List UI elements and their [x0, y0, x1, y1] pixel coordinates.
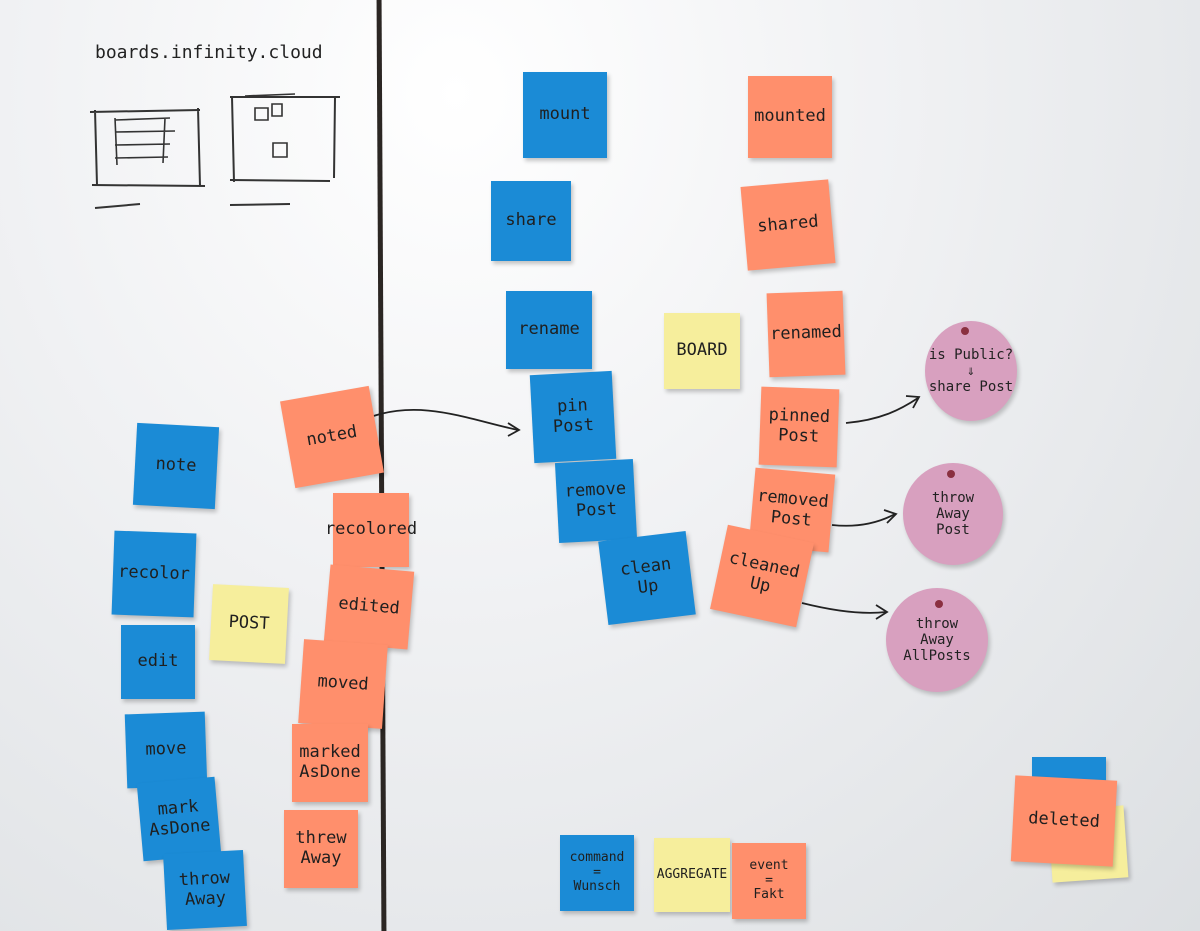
- pin-icon: [935, 600, 943, 608]
- event-note-renamed: renamed: [766, 290, 846, 378]
- legend-command-note: command = Wunsch: [560, 835, 634, 911]
- command-note-rename: rename: [506, 291, 592, 369]
- event-note-moved: moved: [298, 639, 388, 729]
- event-note-marked-as-done: marked AsDone: [292, 724, 368, 802]
- event-note-recolored: recolored: [325, 493, 417, 567]
- aggregate-note-post: POST: [209, 584, 289, 664]
- command-note-mount: mount: [523, 72, 607, 158]
- command-note-move: move: [124, 711, 208, 789]
- aggregate-note-board: BOARD: [664, 313, 740, 389]
- pin-icon: [947, 470, 955, 478]
- policy-note-is-public-share-post: is Public? ⇓ share Post: [925, 321, 1017, 421]
- event-note-edited: edited: [323, 564, 415, 650]
- command-note-remove-post: remove Post: [554, 459, 638, 543]
- event-note-cleaned-up: cleaned Up: [710, 524, 814, 628]
- command-note-throw-away: throw Away: [163, 849, 247, 931]
- event-note-mounted: mounted: [748, 76, 832, 158]
- command-note-mark-as-done: mark AsDone: [136, 776, 222, 862]
- event-note-noted: noted: [280, 385, 384, 489]
- command-note-share: share: [491, 181, 571, 261]
- event-note-pinned-post: pinned Post: [758, 386, 840, 468]
- command-note-clean-up: clean Up: [598, 530, 696, 626]
- policy-note-throw-away-post: throw Away Post: [903, 463, 1003, 565]
- command-note-pin-post: pin Post: [529, 370, 617, 464]
- board-title-text: boards.infinity.cloud: [95, 42, 323, 63]
- command-note-note: note: [132, 422, 220, 510]
- legend-event-note: event = Fakt: [732, 843, 806, 919]
- pin-icon: [961, 327, 969, 335]
- legend-aggregate-note: AGGREGATE: [654, 838, 730, 912]
- command-note-recolor: recolor: [111, 530, 197, 618]
- event-note-threw-away: threw Away: [284, 810, 358, 888]
- command-note-edit: edit: [121, 625, 195, 699]
- event-note-deleted: deleted: [1010, 775, 1118, 867]
- event-note-shared: shared: [740, 179, 836, 271]
